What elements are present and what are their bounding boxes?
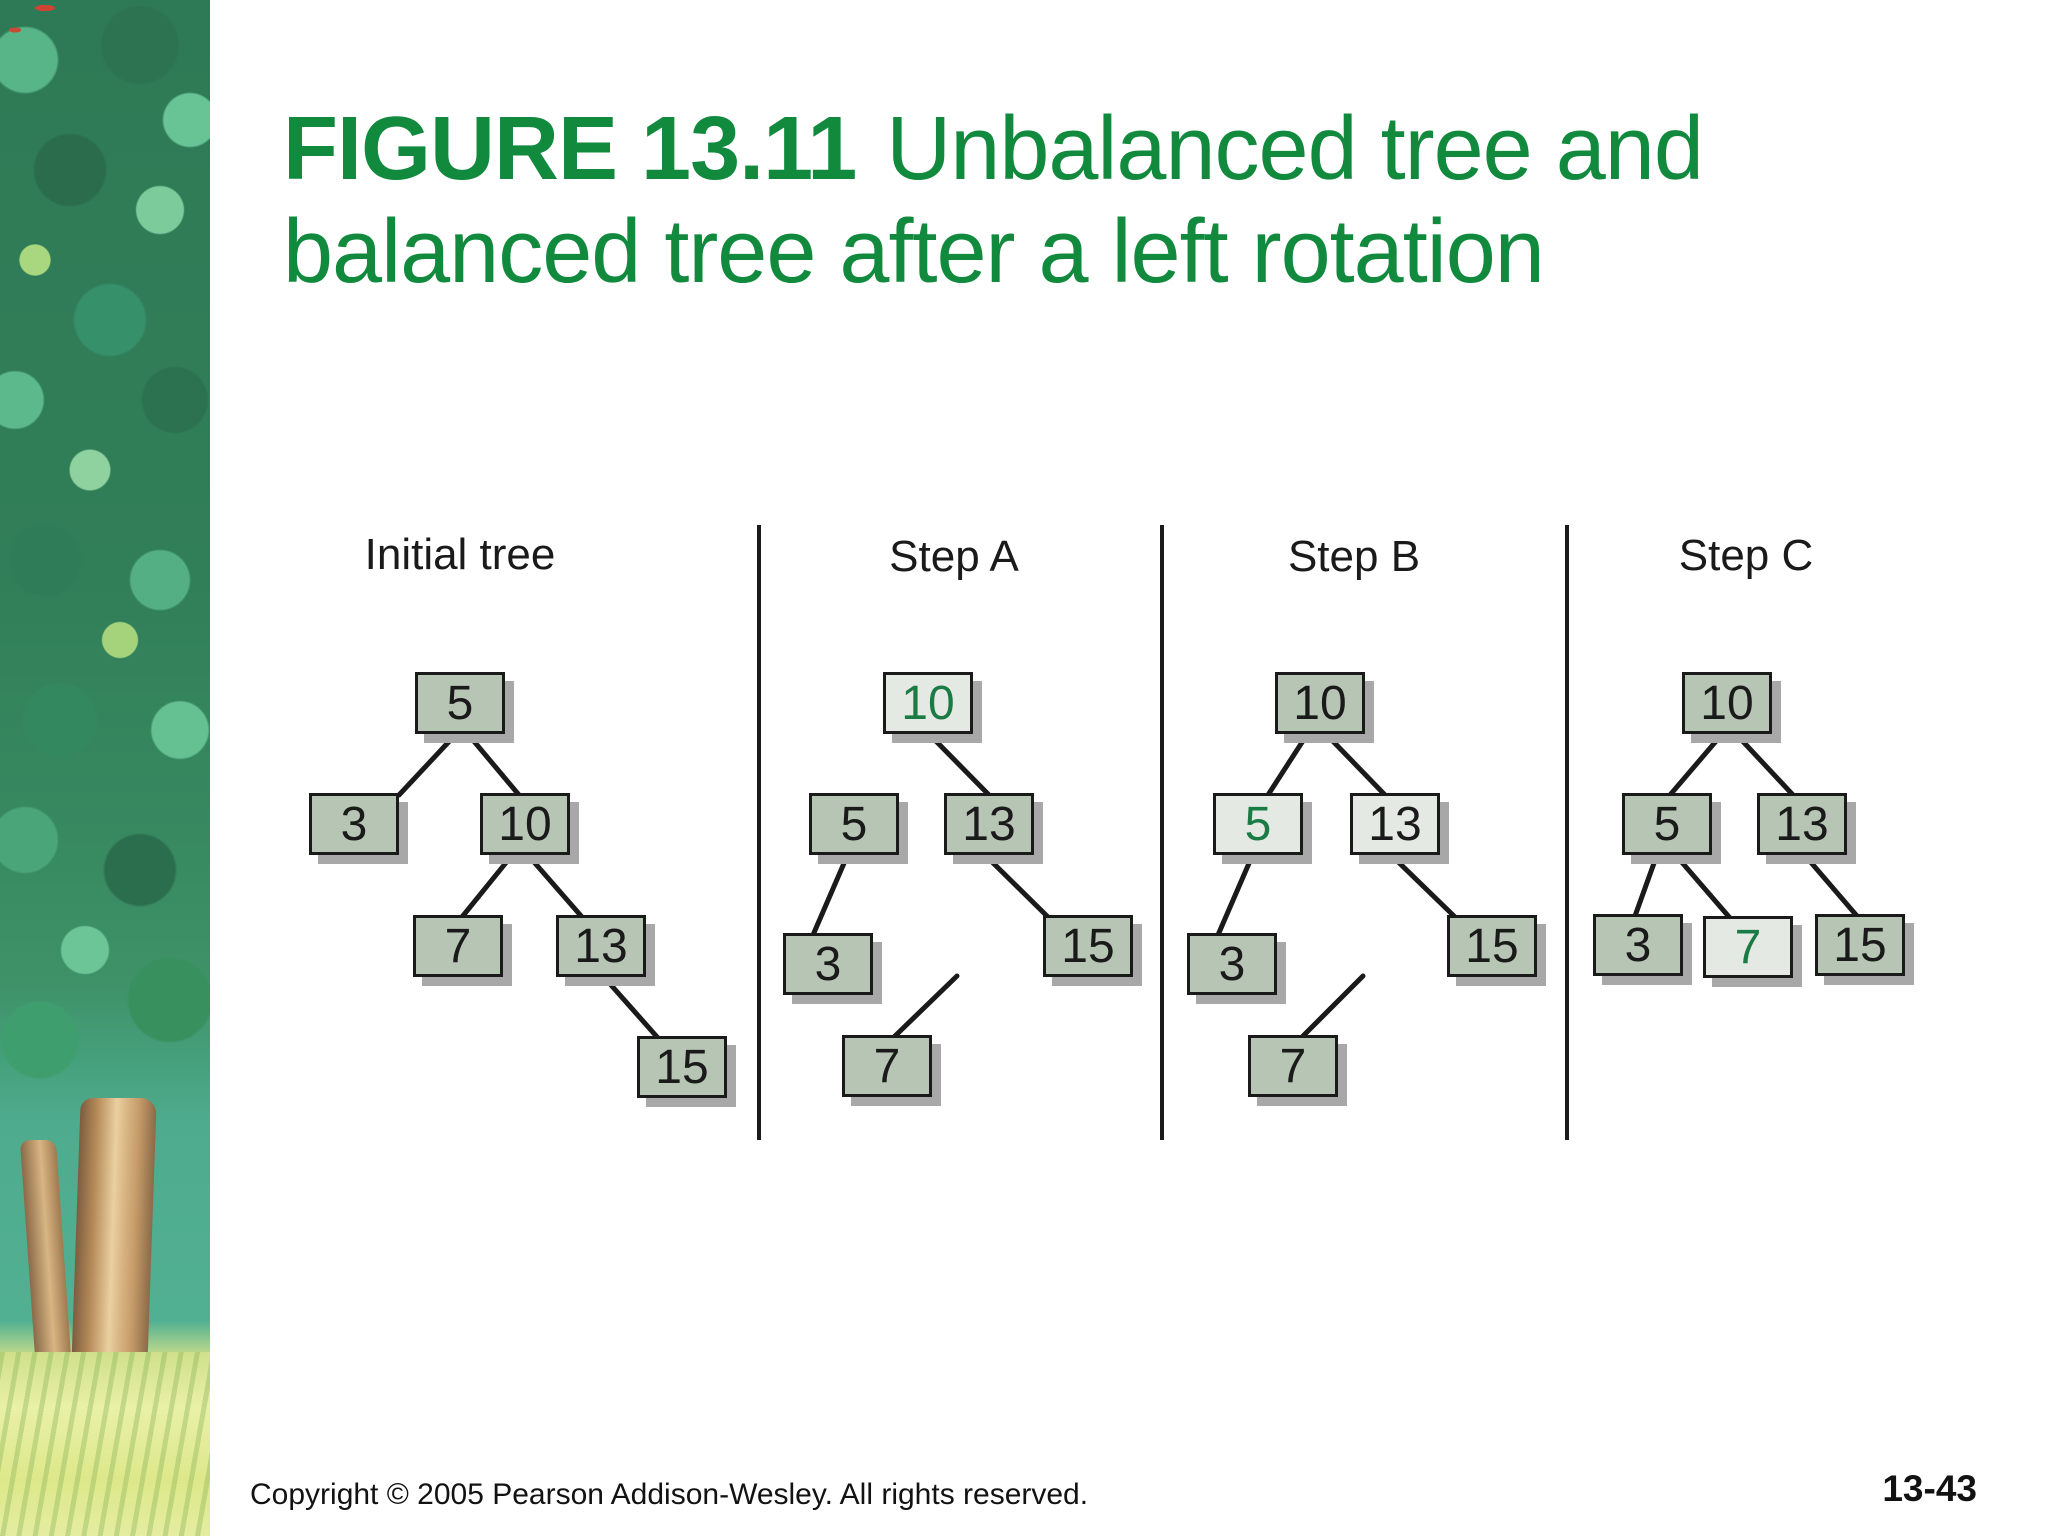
tree-node-initial-tree-13: 13 [556,915,646,977]
tree-node-step-c-7: 7 [1703,916,1793,978]
figure-title-text-line2: balanced tree after a left rotation [283,202,1545,302]
tree-edge-step-a [892,973,960,1039]
tree-edge-step-b [1215,851,1256,938]
tree-node-initial-tree-10: 10 [480,793,570,855]
tree-edge-initial-tree [600,973,661,1041]
tree-edge-step-b [1387,851,1458,920]
panel-label-step-b: Step B [1287,532,1421,581]
grass-art [0,1352,210,1536]
page-number: 13-43 [1882,1468,1977,1509]
tree-node-step-a-3: 3 [783,933,873,995]
tree-edge-step-a [925,730,992,798]
tree-artwork [0,0,210,1536]
tree-edge-initial-tree [464,730,522,798]
tree-edge-initial-tree [459,851,516,920]
copyright-text: Copyright © 2005 Pearson Addison-Wesley.… [250,1478,1089,1511]
tree-node-initial-tree-15: 15 [637,1036,727,1098]
tree-node-step-c-5: 5 [1622,793,1712,855]
tree-edge-step-b [1265,730,1311,798]
figure-title-line1: FIGURE 13.11 Unbalanced tree and [283,98,1704,201]
figure-title: FIGURE 13.11 Unbalanced tree and balanced… [283,98,1704,304]
tree-edge-step-c [1670,849,1733,921]
tree-edge-step-b [1300,973,1366,1039]
tree-node-step-a-7: 7 [842,1035,932,1097]
panel-label-step-c: Step C [1678,531,1814,580]
tree-node-step-b-7: 7 [1248,1035,1338,1097]
tree-canopy-art [0,0,210,1150]
tree-node-step-b-5: 5 [1213,793,1303,855]
tree-node-step-a-15: 15 [1043,915,1133,977]
tree-edge-step-c [1732,730,1796,798]
tree-edge-step-a [981,851,1051,920]
tree-node-step-c-13: 13 [1757,793,1847,855]
tree-node-initial-tree-3: 3 [309,793,399,855]
tree-node-step-b-10: 10 [1275,672,1365,734]
panel-divider [1565,525,1569,1140]
panel-label-initial-tree: Initial tree [364,530,556,579]
tree-node-step-a-5: 5 [809,793,899,855]
tree-edge-step-c [1632,849,1661,919]
tree-edge-step-c [1667,730,1726,798]
tree-node-initial-tree-7: 7 [413,915,503,977]
tree-node-step-c-3: 3 [1593,914,1683,976]
tree-edge-step-a [810,851,851,938]
tree-edge-step-b [1322,730,1388,798]
tree-node-step-b-13: 13 [1350,793,1440,855]
tree-edge-initial-tree [396,730,460,798]
panel-divider [757,525,761,1140]
panel-divider [1160,525,1164,1140]
tree-edge-step-c [1799,849,1860,919]
panel-label-step-a: Step A [889,532,1019,581]
tree-edge-initial-tree [524,851,585,920]
figure-number: FIGURE 13.11 [283,99,857,199]
tree-node-initial-tree-5: 5 [415,672,505,734]
figure-title-text-line1: Unbalanced tree and [886,99,1704,199]
tree-node-step-c-15: 15 [1815,914,1905,976]
tree-node-step-c-10: 10 [1682,672,1772,734]
tree-node-step-a-10: 10 [883,672,973,734]
tree-node-step-a-13: 13 [944,793,1034,855]
tree-node-step-b-15: 15 [1447,915,1537,977]
tree-node-step-b-3: 3 [1187,933,1277,995]
